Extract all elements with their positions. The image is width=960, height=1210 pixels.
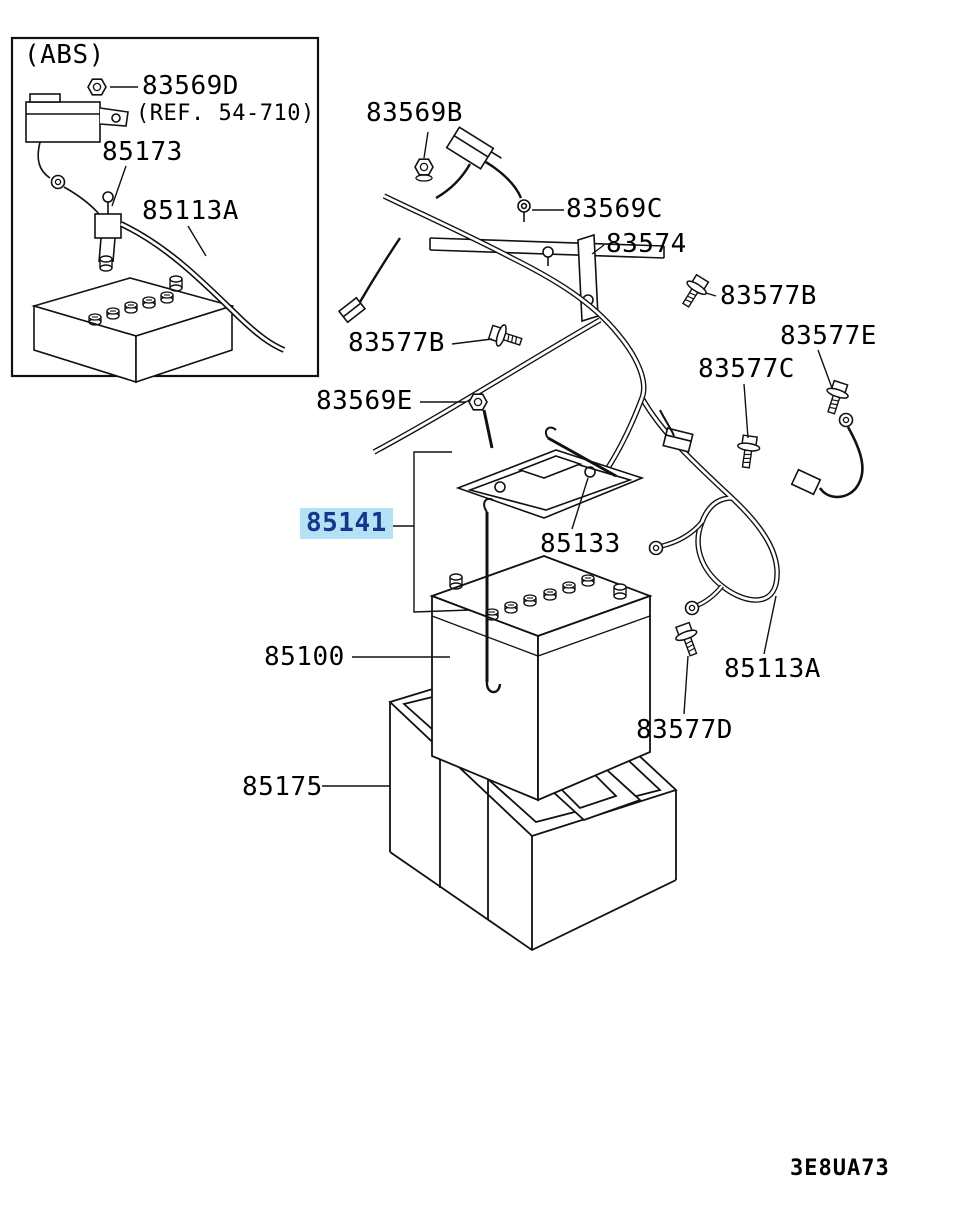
part-label-83577B-right[interactable]: 83577B bbox=[720, 281, 817, 311]
battery-drawing bbox=[429, 555, 653, 802]
part-label-85173[interactable]: 85173 bbox=[102, 137, 183, 167]
bolt-83577E-icon bbox=[819, 378, 853, 417]
part-label-85113A-inset[interactable]: 85113A bbox=[142, 196, 239, 226]
bolt-83577B-right-icon bbox=[675, 271, 713, 312]
part-label-83577E[interactable]: 83577E bbox=[780, 321, 877, 351]
inset-box bbox=[10, 36, 320, 378]
part-label-83569E[interactable]: 83569E bbox=[316, 386, 413, 416]
wiring-harness-drawing bbox=[337, 126, 864, 616]
part-label-83577B-left[interactable]: 83577B bbox=[348, 328, 445, 358]
part-label-85175[interactable]: 85175 bbox=[242, 772, 323, 802]
part-label-85141-selected[interactable]: 85141 bbox=[300, 508, 393, 540]
bolt-83577D-icon bbox=[671, 620, 705, 660]
part-label-85113A[interactable]: 85113A bbox=[724, 654, 821, 684]
part-label-83577D[interactable]: 83577D bbox=[636, 715, 733, 745]
inset-ref-note: (REF. 54-710) bbox=[136, 101, 315, 126]
part-label-85100[interactable]: 85100 bbox=[264, 642, 345, 672]
part-label-83574[interactable]: 83574 bbox=[606, 229, 687, 259]
leader-lines bbox=[110, 86, 833, 787]
fastener-icons bbox=[414, 158, 853, 660]
part-label-83569D[interactable]: 83569D bbox=[142, 71, 239, 101]
drawing-code: 3E8UA73 bbox=[790, 1156, 890, 1181]
inset-drawing bbox=[10, 36, 320, 384]
nut-83569B-icon bbox=[414, 158, 434, 176]
part-label-83577C[interactable]: 83577C bbox=[698, 354, 795, 384]
nut-83569E-icon bbox=[468, 393, 488, 411]
bolt-83577C-icon bbox=[734, 433, 762, 470]
part-label-85133[interactable]: 85133 bbox=[540, 529, 621, 559]
inset-system-label: (ABS) bbox=[24, 40, 105, 70]
part-label-83569B[interactable]: 83569B bbox=[366, 98, 463, 128]
part-label-83569C[interactable]: 83569C bbox=[566, 194, 663, 224]
bolt-83577B-left-icon bbox=[486, 320, 525, 354]
hold-down-drawing bbox=[455, 409, 645, 694]
